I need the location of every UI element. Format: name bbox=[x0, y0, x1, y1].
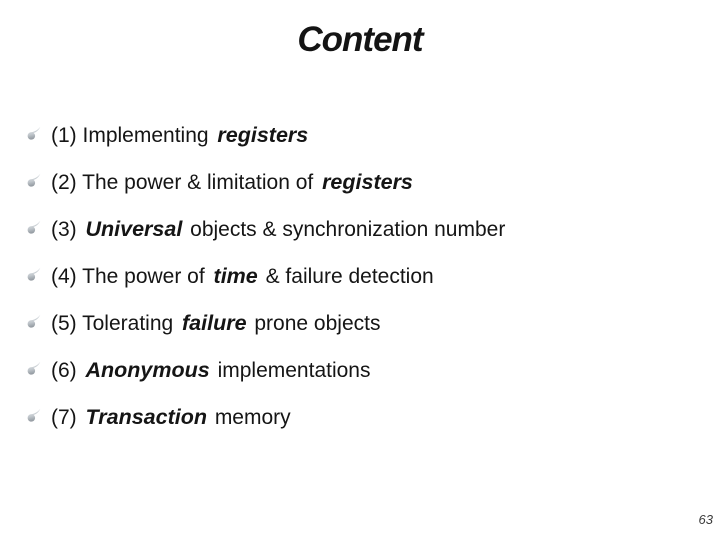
item-prefix: (6) bbox=[51, 358, 83, 382]
list-item-text: (6) Anonymous implementations bbox=[51, 357, 371, 382]
list-item: (7) Transaction memory bbox=[25, 394, 712, 441]
comma-swoosh-bullet-icon bbox=[27, 267, 41, 281]
item-emphasis: Anonymous bbox=[85, 357, 210, 382]
list-item-text: (2) The power & limitation of registers bbox=[51, 169, 415, 194]
list-item: (1) Implementing registers bbox=[25, 112, 712, 159]
list-item-text: (4) The power of time & failure detectio… bbox=[51, 263, 434, 288]
comma-swoosh-bullet-icon bbox=[27, 173, 41, 187]
item-emphasis: Universal bbox=[85, 216, 183, 241]
item-prefix: (7) bbox=[51, 405, 83, 429]
list-item: (6) Anonymous implementations bbox=[25, 347, 712, 394]
list-item: (3) Universal objects & synchronization … bbox=[25, 206, 712, 253]
item-prefix: (2) The power & limitation of bbox=[51, 170, 320, 194]
item-suffix: prone objects bbox=[248, 311, 381, 335]
item-suffix: objects & synchronization number bbox=[184, 217, 506, 241]
item-emphasis: time bbox=[213, 263, 258, 288]
comma-swoosh-bullet-icon bbox=[27, 408, 41, 422]
item-prefix: (4) The power of bbox=[51, 264, 211, 288]
comma-swoosh-bullet-icon bbox=[27, 361, 41, 375]
item-prefix: (3) bbox=[51, 217, 83, 241]
list-item-text: (3) Universal objects & synchronization … bbox=[51, 216, 506, 241]
item-emphasis: Transaction bbox=[85, 404, 207, 429]
list-item-text: (1) Implementing registers bbox=[51, 122, 310, 147]
item-suffix: & failure detection bbox=[259, 264, 434, 288]
item-emphasis: registers bbox=[217, 122, 309, 147]
list-item: (4) The power of time & failure detectio… bbox=[25, 253, 712, 300]
content-list: (1) Implementing registers (2) The power… bbox=[25, 112, 712, 441]
item-suffix: implementations bbox=[211, 358, 371, 382]
item-emphasis: registers bbox=[322, 169, 413, 194]
list-item: (5) Tolerating failure prone objects bbox=[25, 300, 712, 347]
list-item-text: (5) Tolerating failure prone objects bbox=[51, 310, 381, 335]
comma-swoosh-bullet-icon bbox=[27, 220, 41, 234]
item-suffix: memory bbox=[208, 405, 291, 429]
item-prefix: (5) Tolerating bbox=[51, 311, 180, 335]
item-emphasis: failure bbox=[182, 310, 247, 335]
item-prefix: (1) Implementing bbox=[51, 123, 215, 147]
page-number: 63 bbox=[698, 512, 713, 527]
comma-swoosh-bullet-icon bbox=[27, 126, 41, 140]
slide-title: Content bbox=[297, 20, 423, 59]
list-item: (2) The power & limitation of registers bbox=[25, 159, 712, 206]
comma-swoosh-bullet-icon bbox=[27, 314, 41, 328]
list-item-text: (7) Transaction memory bbox=[51, 404, 291, 429]
